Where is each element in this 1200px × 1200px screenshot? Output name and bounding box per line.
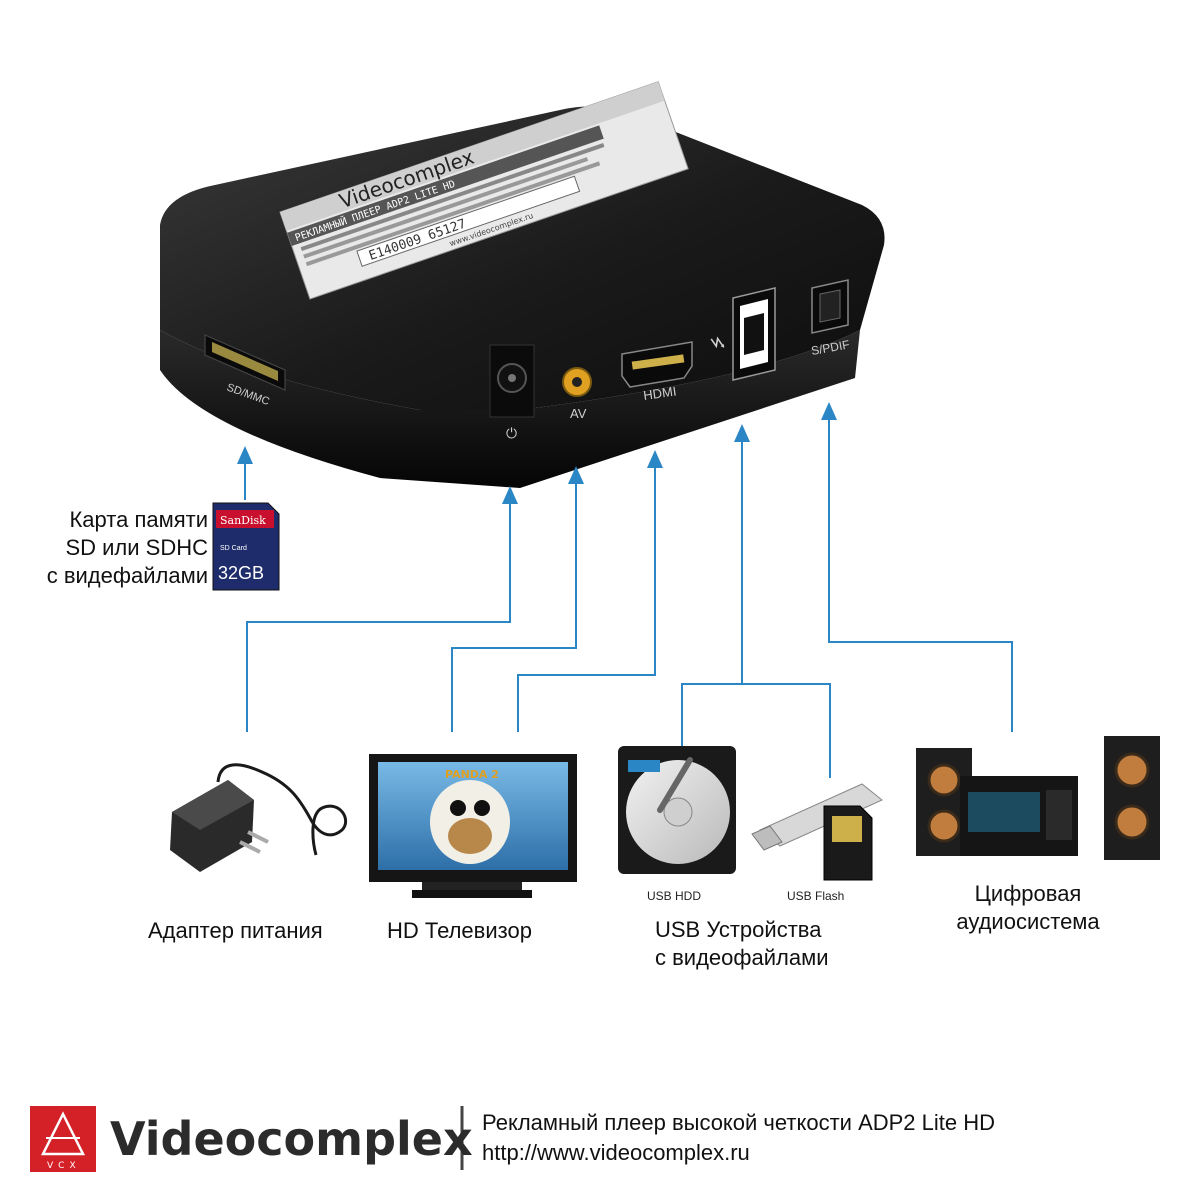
sd-caption-line2: SD или SDHC bbox=[47, 534, 208, 562]
av-port-label: AV bbox=[570, 406, 587, 421]
power-adapter-image bbox=[170, 765, 346, 872]
tv-screen-title: PANDA 2 bbox=[445, 768, 499, 781]
power-port[interactable] bbox=[490, 345, 534, 417]
av-connector bbox=[452, 474, 576, 732]
sd-caption-line3: с видефайлами bbox=[47, 562, 208, 590]
sd-caption-line1: Карта памяти bbox=[47, 506, 208, 534]
sd-card-capacity: 32GB bbox=[218, 563, 264, 583]
tv-caption: HD Телевизор bbox=[387, 918, 532, 944]
hd-tv-image: PANDA 2 bbox=[369, 754, 577, 898]
power-symbol-icon: ⏻ bbox=[506, 426, 517, 442]
audio-system-caption: Цифровая аудиосистема bbox=[938, 880, 1118, 936]
usb-devices-caption: USB Устройства с видеофайлами bbox=[655, 916, 829, 972]
usb-port[interactable] bbox=[733, 288, 775, 380]
media-player-device: Videocomplex РЕКЛАМНЫЙ ПЛЕЕР ADP2 LITE H… bbox=[160, 80, 885, 488]
sd-card-brand: SanDisk bbox=[220, 514, 266, 527]
sd-card-caption: Карта памяти SD или SDHC с видефайлами bbox=[47, 506, 208, 590]
footer-product-line: Рекламный плеер высокой четкости ADP2 Li… bbox=[482, 1110, 995, 1136]
audio-caption-line2: аудиосистема bbox=[938, 908, 1118, 936]
usb-caption-line2: с видеофайлами bbox=[655, 944, 829, 972]
av-port[interactable] bbox=[563, 368, 591, 396]
footer-brand: Videocomplex bbox=[110, 1112, 473, 1166]
sd-card-image: SanDisk SD Card 32GB bbox=[213, 503, 279, 590]
usb-hdd-label: USB HDD bbox=[647, 889, 701, 903]
spdif-connector bbox=[829, 410, 1012, 732]
usb-flash-image bbox=[752, 784, 882, 880]
audio-system-image bbox=[916, 736, 1160, 860]
sd-card-type: SD Card bbox=[220, 545, 247, 552]
vcx-logo: VCX bbox=[30, 1106, 96, 1172]
audio-caption-line1: Цифровая bbox=[938, 880, 1118, 908]
spdif-port[interactable] bbox=[812, 280, 848, 333]
power-connector bbox=[247, 494, 510, 732]
usb-caption-line1: USB Устройства bbox=[655, 916, 829, 944]
hdmi-connector bbox=[518, 458, 655, 732]
vcx-logo-text: VCX bbox=[47, 1161, 81, 1171]
footer-website-link[interactable]: http://www.videocomplex.ru bbox=[482, 1140, 750, 1166]
power-adapter-caption: Адаптер питания bbox=[148, 918, 323, 944]
usb-flash-label: USB Flash bbox=[787, 889, 844, 903]
usb-hdd-image bbox=[618, 746, 736, 874]
